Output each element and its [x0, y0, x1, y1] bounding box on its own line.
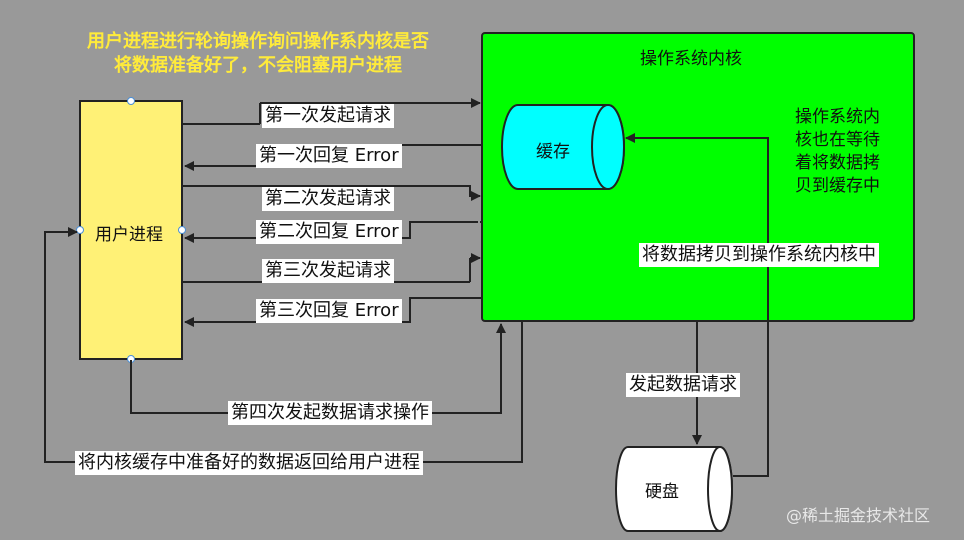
- label-req2: 第二次发起请求: [262, 187, 394, 211]
- cache-cylinder: [501, 104, 625, 190]
- label-rep1: 第一次回复 Error: [256, 144, 402, 168]
- watermark: @稀土掘金技术社区: [786, 506, 931, 525]
- arrow-req4: [130, 323, 506, 414]
- user-process-label: 用户进程: [95, 225, 163, 245]
- label-req1: 第一次发起请求: [262, 104, 394, 128]
- label-rep3: 第三次回复 Error: [256, 299, 402, 323]
- diagram-title-line-1: 用户进程进行轮询操作询问操作系内核是否: [87, 31, 429, 52]
- label-return: 将内核缓存中准备好的数据返回给用户进程: [75, 451, 423, 475]
- diagram-title-line-2: 将数据准备好了，不会阻塞用户进程: [114, 55, 402, 76]
- arrow-req1: [183, 103, 480, 125]
- cache-label: 缓存: [536, 142, 570, 162]
- disk-cylinder: [615, 446, 733, 532]
- arrow-req2: [183, 185, 481, 201]
- kernel-note-line: 核也在等待: [795, 130, 880, 150]
- kernel-title: 操作系统内核: [640, 49, 742, 69]
- kernel-note-line: 操作系统内: [795, 107, 880, 127]
- user-process-box: [79, 100, 183, 360]
- connector-dot: [76, 226, 84, 234]
- label-req3: 第三次发起请求: [262, 259, 394, 283]
- label-req4: 第四次发起数据请求操作: [228, 401, 432, 425]
- label-rep2: 第二次回复 Error: [256, 220, 402, 244]
- connector-dot: [127, 97, 135, 105]
- label-copy-to-kernel: 将数据拷贝到操作系统内核中: [639, 243, 879, 267]
- kernel-note-line: 贝到缓存中: [795, 176, 880, 196]
- kernel-note-line: 着将数据拷: [795, 153, 880, 173]
- kernel-note: 操作系统内 核也在等待 着将数据拷 贝到缓存中: [795, 106, 895, 198]
- arrow-copy-to-cache: [625, 133, 769, 477]
- label-disk-request: 发起数据请求: [626, 373, 740, 397]
- arrow-return: [44, 227, 523, 463]
- connector-dot: [178, 226, 186, 234]
- disk-label: 硬盘: [645, 482, 679, 502]
